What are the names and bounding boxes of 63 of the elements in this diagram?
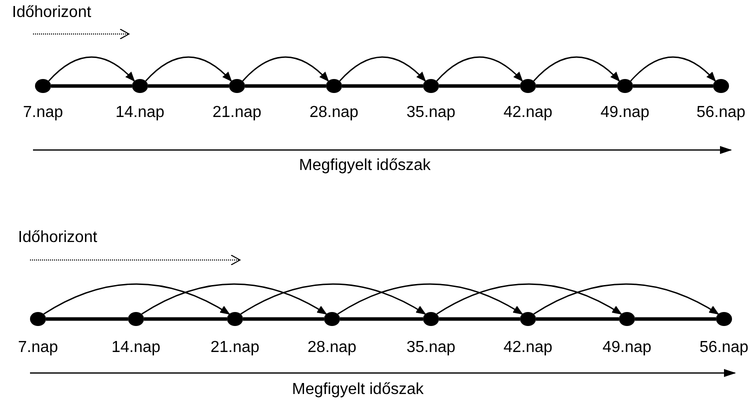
timeline-segment	[342, 84, 423, 88]
timeline-dot	[30, 312, 46, 326]
curved-arrow	[533, 283, 720, 315]
timeline-segment	[148, 84, 229, 88]
timeline-segment	[340, 317, 423, 321]
curved-arrow	[145, 56, 232, 82]
timeline-dot	[229, 79, 245, 93]
timeline-dot	[617, 79, 633, 93]
timeline-dot	[716, 312, 732, 326]
timeline-segment	[633, 84, 713, 88]
curved-arrow	[141, 283, 328, 315]
curved-arrow	[242, 56, 330, 82]
curved-arrow	[337, 283, 524, 315]
day-label: 56.nap	[700, 339, 748, 357]
timeline-segment	[46, 317, 128, 321]
timeline-dot	[324, 312, 340, 326]
day-label: 14.nap	[116, 104, 164, 122]
day-label: 7.nap	[23, 104, 64, 122]
timeline-dot	[520, 79, 536, 93]
day-label: 35.nap	[406, 339, 456, 357]
timeline-dot	[326, 79, 342, 93]
curved-arrow	[630, 56, 716, 82]
timeline-segment	[245, 84, 326, 88]
day-label: 35.nap	[406, 104, 456, 122]
day-label: 28.nap	[308, 339, 356, 357]
timeline-segment	[51, 84, 132, 88]
day-label: 42.nap	[504, 104, 552, 122]
timeline-segment	[439, 317, 520, 321]
curved-arrow	[339, 56, 426, 82]
timeline-segment	[536, 317, 619, 321]
timeline-segment	[536, 84, 617, 88]
day-label: 42.nap	[504, 339, 552, 357]
day-label: 7.nap	[18, 339, 58, 357]
timeline-dot	[132, 79, 148, 93]
timeline-dot	[619, 312, 635, 326]
axis-title: Időhorizont	[18, 229, 98, 247]
day-label: 21.nap	[212, 104, 262, 122]
timeline-dot	[35, 79, 51, 93]
axis-title: Időhorizont	[12, 4, 92, 22]
day-label: 49.nap	[602, 339, 652, 357]
timeline-dot	[423, 312, 439, 326]
curved-arrow	[533, 56, 620, 82]
timeline-dot	[520, 312, 536, 326]
period-label: Megfigyelt időszak	[292, 381, 424, 399]
day-label: 28.nap	[310, 104, 358, 122]
timeline-dot	[423, 79, 439, 93]
period-label: Megfigyelt időszak	[299, 157, 431, 175]
timeline-segment	[439, 84, 520, 88]
day-label: 14.nap	[112, 339, 160, 357]
timeline-segment	[144, 317, 227, 321]
curved-arrow	[240, 283, 426, 315]
day-label: 21.nap	[210, 339, 260, 357]
day-label: 49.nap	[600, 104, 650, 122]
curved-arrow	[48, 56, 136, 82]
curved-arrow	[436, 283, 622, 315]
curved-arrow	[436, 56, 524, 82]
timeline-dot	[227, 312, 243, 326]
day-label: 56.nap	[696, 104, 746, 122]
timeline-dot	[128, 312, 144, 326]
timeline-segment	[635, 317, 716, 321]
curved-arrow	[43, 283, 230, 315]
timeline-segment	[243, 317, 324, 321]
timeline-dot	[713, 79, 729, 93]
